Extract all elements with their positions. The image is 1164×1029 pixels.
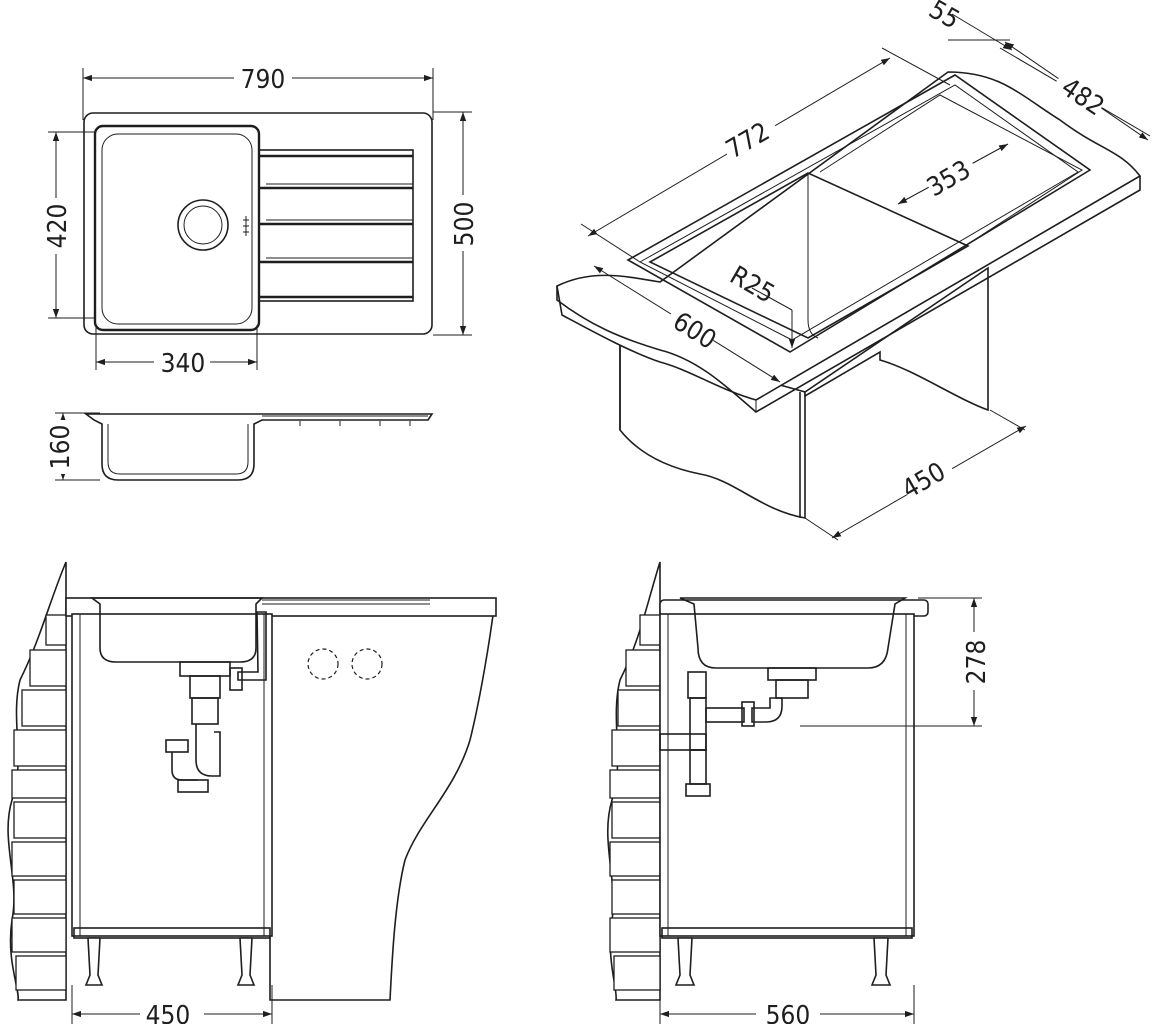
overflow-pipe bbox=[237, 611, 267, 681]
side-leg-left bbox=[674, 937, 696, 986]
side-cabinet bbox=[659, 613, 915, 937]
lip-dimension-line bbox=[951, 13, 1013, 51]
bowl-rim bbox=[93, 124, 261, 332]
top-view: 790 500 420 340 bbox=[40, 62, 480, 379]
section-profile bbox=[83, 413, 434, 481]
depth-label: 500 bbox=[450, 202, 480, 247]
cabinet-leg-left bbox=[84, 937, 104, 986]
front-cabinet-width-label: 450 bbox=[146, 1001, 191, 1024]
drain-inner bbox=[183, 205, 223, 245]
drainboard bbox=[258, 149, 414, 302]
side-wall-bricks bbox=[609, 614, 661, 991]
bowl-width-label: 340 bbox=[161, 349, 206, 379]
front-siphon-trap bbox=[165, 661, 243, 793]
side-section: 160 bbox=[46, 412, 434, 481]
side-height-label: 278 bbox=[962, 640, 992, 685]
side-siphon-trap bbox=[659, 667, 817, 797]
front-countertop bbox=[65, 597, 497, 617]
isometric-view: 55 772 482 353 R25 600 450 bbox=[556, 0, 1151, 541]
front-install-view: 450 bbox=[7, 561, 497, 1029]
side-sink-bowl bbox=[679, 597, 908, 669]
cabinet-leg-right bbox=[236, 937, 256, 986]
section-depth-label: 160 bbox=[46, 425, 76, 470]
side-leg-right bbox=[870, 937, 892, 986]
drain-outer bbox=[177, 199, 229, 251]
width-label: 790 bbox=[241, 65, 286, 95]
countertop-surface bbox=[556, 71, 1142, 401]
wall-bricks bbox=[11, 614, 67, 991]
bowl-height-label: 420 bbox=[43, 204, 73, 249]
sink-outline bbox=[83, 112, 433, 335]
bowl-inner bbox=[101, 133, 253, 325]
lip-label: 55 bbox=[924, 0, 965, 36]
side-cabinet-depth-label: 560 bbox=[766, 1001, 811, 1024]
side-install-view: 278 560 bbox=[606, 561, 992, 1029]
front-sink-bowl bbox=[89, 597, 264, 663]
back-wall-shape bbox=[269, 599, 496, 1001]
